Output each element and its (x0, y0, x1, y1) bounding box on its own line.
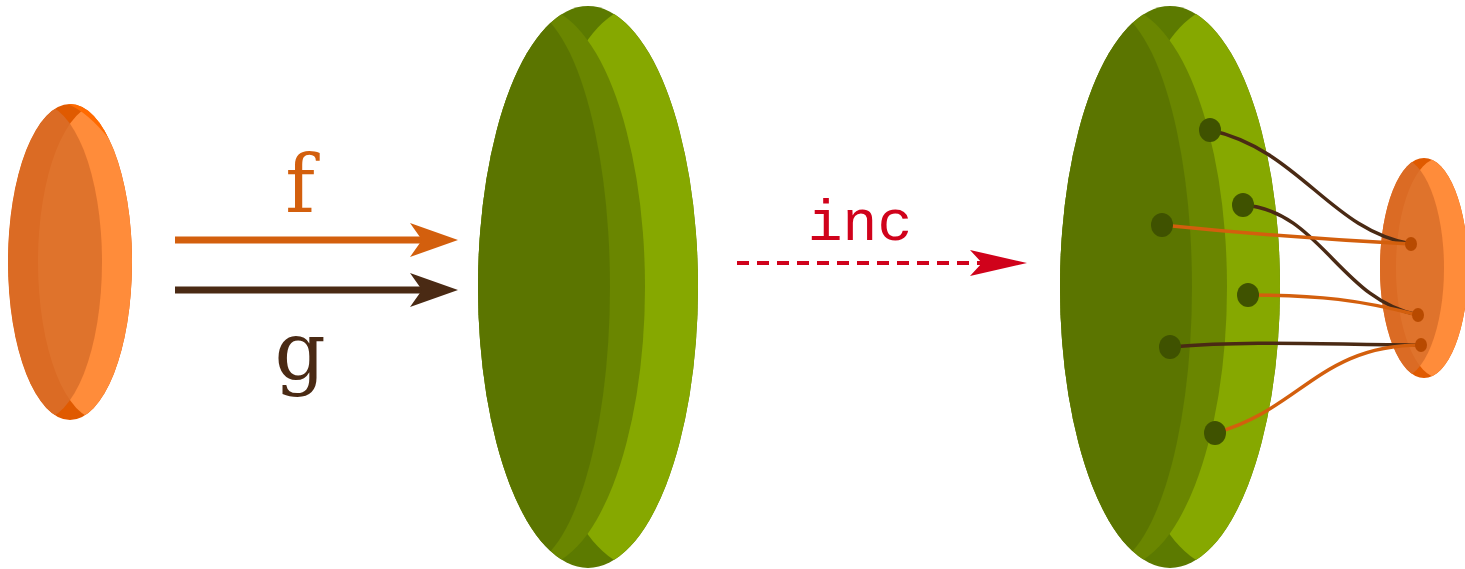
codomain-set (1007, 0, 1332, 569)
arrow-g (175, 287, 440, 294)
arrow-f (175, 237, 440, 244)
arrowhead (410, 223, 458, 257)
function-label: f (285, 145, 315, 225)
arrowhead (970, 250, 1027, 276)
dashed-arrow (737, 261, 990, 265)
element-dots (1405, 237, 1427, 352)
domain-set (0, 100, 162, 430)
codomain-set (425, 0, 750, 569)
domain-set (1356, 150, 1465, 390)
element-dots (1151, 118, 1259, 445)
arrowhead (410, 273, 458, 307)
mapping-wires (1162, 130, 1421, 433)
map-label: inc (808, 196, 912, 254)
function-label: g (274, 312, 325, 392)
